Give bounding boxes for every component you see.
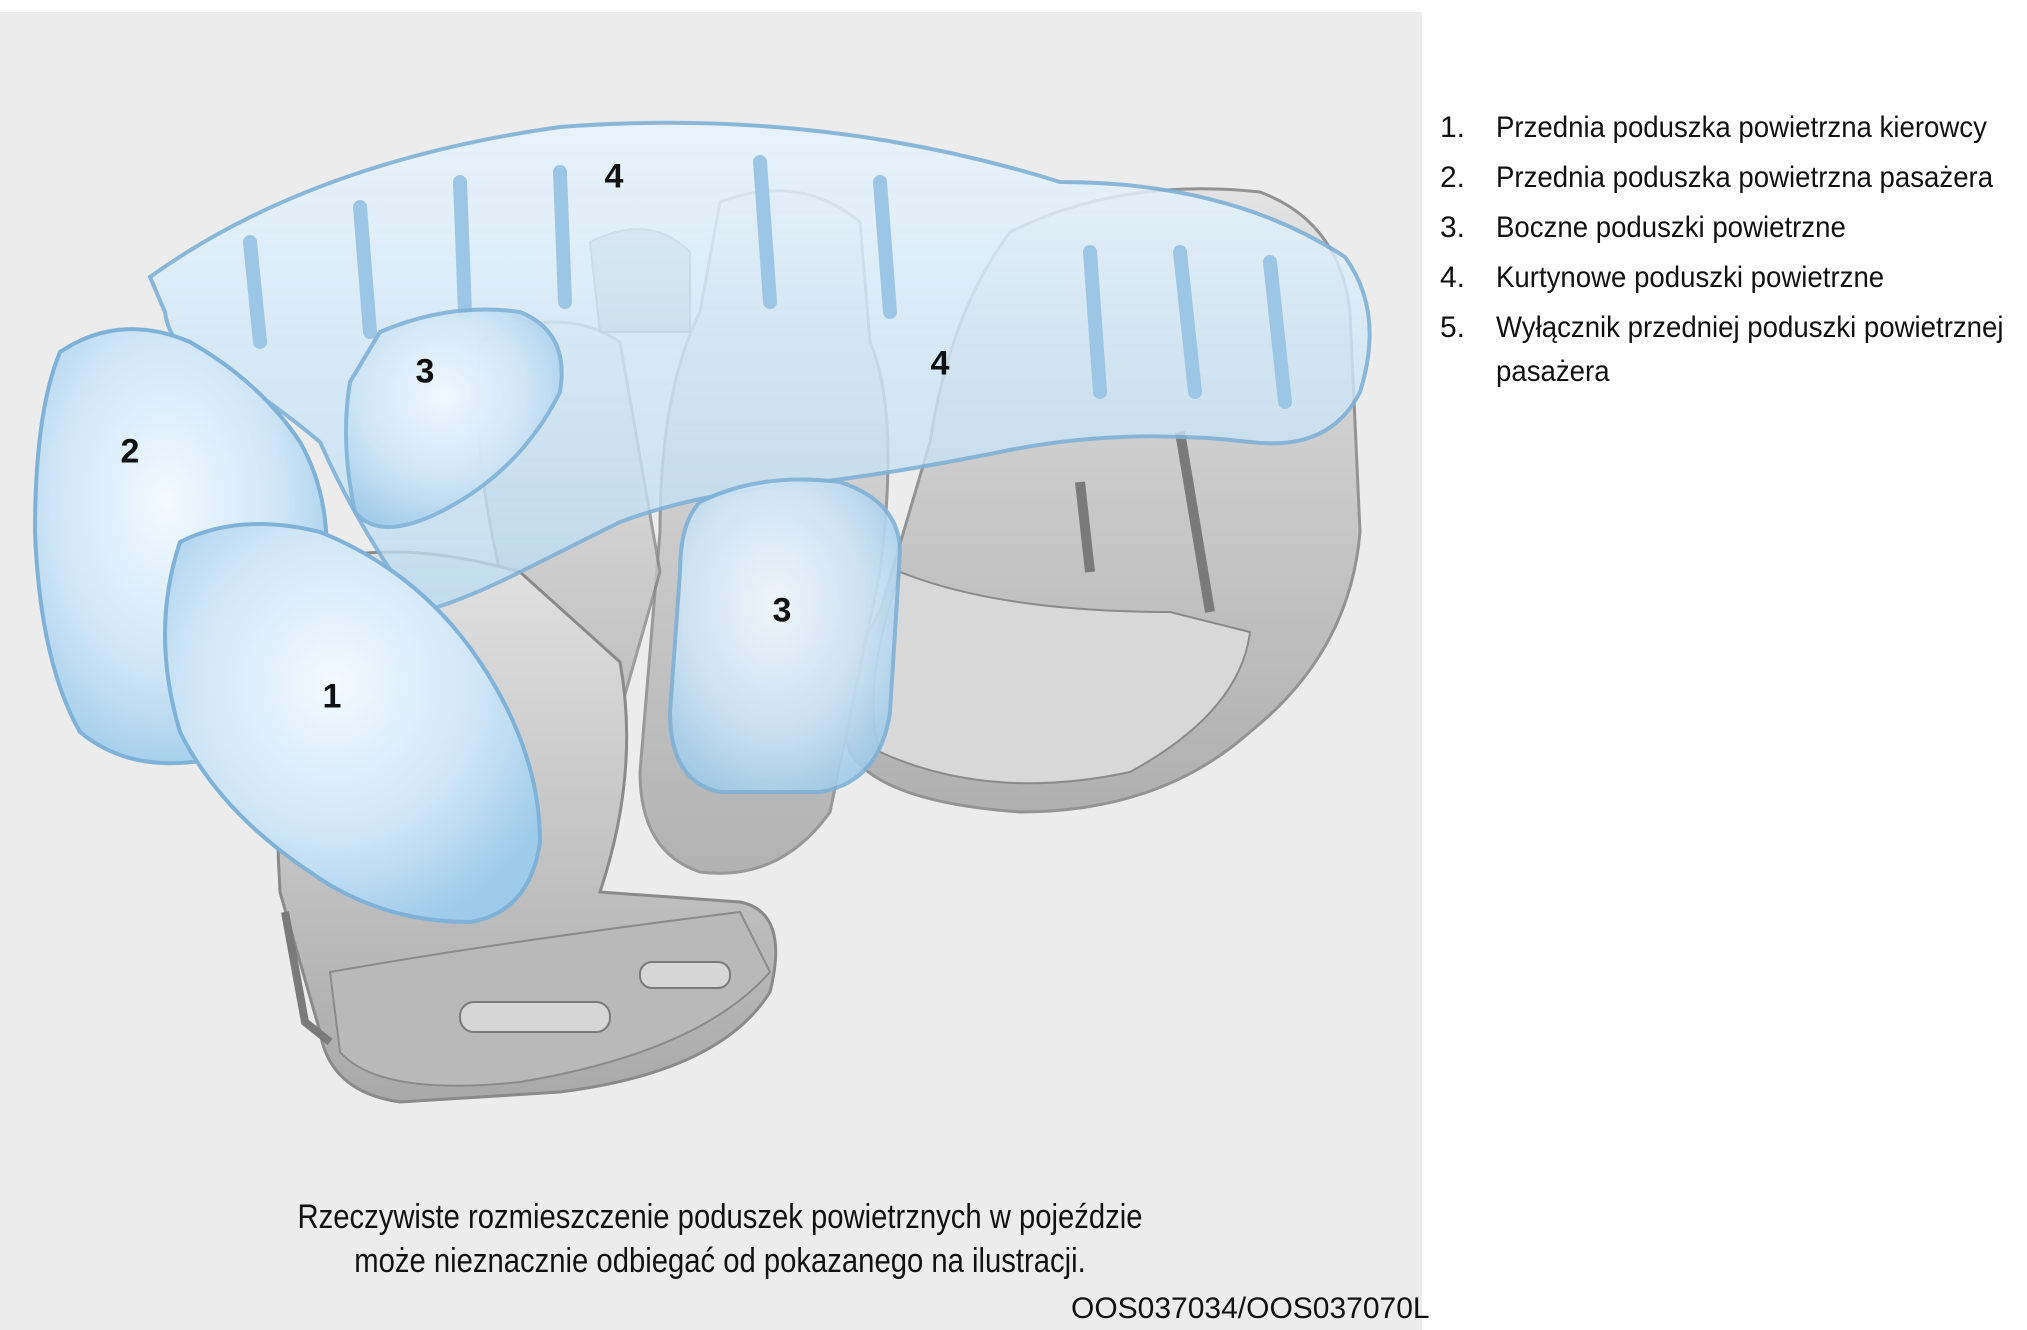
legend-text: Boczne poduszki powietrzne [1496,211,1846,244]
callout-2: 2 [120,432,140,471]
legend-number: 3. [1440,211,1466,244]
legend-number: 4. [1440,261,1466,294]
legend-text: Przednia poduszka powietrzna kierowcy [1496,111,1987,144]
callout-3-left: 3 [415,352,435,391]
legend-item: 3. Boczne poduszki powietrzne [1440,206,2020,250]
legend-text: Przednia poduszka powietrzna pasażera [1496,161,1994,194]
figure-code: OOS037034/OOS037070L [1071,1292,1430,1325]
legend-item: 5. Wyłącznik przedniej poduszki powietrzn… [1440,306,2020,394]
side-airbag-right [667,477,903,794]
driver-front-airbag [163,522,543,925]
legend-number: 2. [1440,161,1466,194]
illustration-caption: Rzeczywiste rozmieszczenie poduszek powi… [273,1195,1167,1283]
legend-item: 1. Przednia poduszka powietrzna kierowcy [1440,106,2020,150]
legend-item: 2. Przednia poduszka powietrzna pasażera [1440,156,2020,200]
callout-1: 1 [322,677,342,716]
callout-3-right: 3 [772,591,792,630]
legend-text: Wyłącznik przedniej poduszki powietrznej… [1496,311,2004,388]
illustration-panel: 1 2 3 3 4 4 [0,12,1422,1330]
airbag-illustration [32,120,1372,1104]
callout-4-right: 4 [930,344,950,383]
caption-line-2: może nieznacznie odbiegać od pokazanego … [354,1242,1086,1280]
side-airbag-left [344,307,564,529]
legend-item: 4. Kurtynowe poduszki powietrzne [1440,256,2020,300]
legend-number: 1. [1440,111,1466,144]
caption-line-1: Rzeczywiste rozmieszczenie poduszek powi… [297,1198,1143,1236]
callout-4-top: 4 [604,157,624,196]
airbag-legend: 1.Przednia poduszka powietrzna kierowcy … [1440,106,2020,400]
legend-text: Kurtynowe poduszki powietrzne [1496,261,1885,294]
legend-number: 5. [1440,311,1466,344]
